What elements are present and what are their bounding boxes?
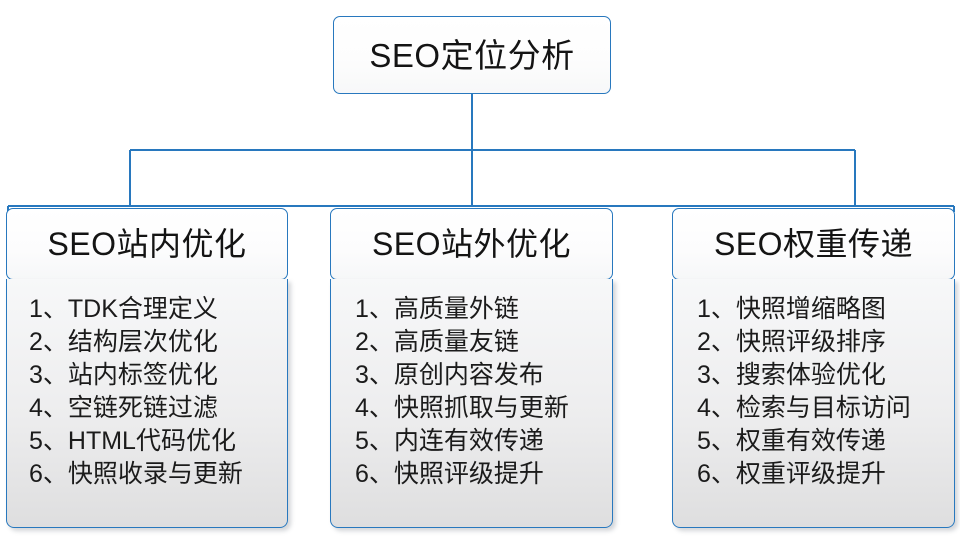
list-item: 6、快照评级提升 xyxy=(355,460,544,488)
branch-body-3: 1、快照增缩略图 2、快照评级排序 3、搜索体验优化 4、检索与目标访问 5、权… xyxy=(672,279,955,528)
branch-header-label: SEO权重传递 xyxy=(713,226,914,262)
branch-body-1: 1、TDK合理定义 2、结构层次优化 3、站内标签优化 4、空链死链过滤 5、H… xyxy=(6,279,288,528)
branch-item-list-3: 1、快照增缩略图 2、快照评级排序 3、搜索体验优化 4、检索与目标访问 5、权… xyxy=(673,293,954,491)
list-item: 5、权重有效传递 xyxy=(697,427,886,455)
root-node[interactable]: SEO定位分析 xyxy=(333,16,611,94)
list-item: 1、快照增缩略图 xyxy=(697,295,886,323)
branch-item-list-1: 1、TDK合理定义 2、结构层次优化 3、站内标签优化 4、空链死链过滤 5、H… xyxy=(7,293,287,491)
list-item: 2、高质量友链 xyxy=(355,328,519,356)
branch-header-1[interactable]: SEO站内优化 xyxy=(6,208,288,280)
list-item: 2、结构层次优化 xyxy=(29,328,218,356)
list-item: 5、内连有效传递 xyxy=(355,427,544,455)
list-item: 2、快照评级排序 xyxy=(697,328,886,356)
branch-header-label: SEO站内优化 xyxy=(47,226,247,262)
list-item: 1、TDK合理定义 xyxy=(29,295,218,323)
branch-body-2: 1、高质量外链 2、高质量友链 3、原创内容发布 4、快照抓取与更新 5、内连有… xyxy=(330,279,613,528)
list-item: 3、原创内容发布 xyxy=(355,361,544,389)
list-item: 6、权重评级提升 xyxy=(697,460,886,488)
branch-header-2[interactable]: SEO站外优化 xyxy=(330,208,613,280)
list-item: 3、搜索体验优化 xyxy=(697,361,886,389)
list-item: 1、高质量外链 xyxy=(355,295,519,323)
branch-header-label: SEO站外优化 xyxy=(371,226,572,262)
branch-column-2: SEO站外优化 1、高质量外链 2、高质量友链 3、原创内容发布 4、快照抓取与… xyxy=(330,208,613,528)
list-item: 6、快照收录与更新 xyxy=(29,460,243,488)
root-node-label: SEO定位分析 xyxy=(369,36,575,74)
list-item: 3、站内标签优化 xyxy=(29,361,218,389)
branch-column-3: SEO权重传递 1、快照增缩略图 2、快照评级排序 3、搜索体验优化 4、检索与… xyxy=(672,208,955,528)
list-item: 4、快照抓取与更新 xyxy=(355,394,569,422)
branch-column-1: SEO站内优化 1、TDK合理定义 2、结构层次优化 3、站内标签优化 4、空链… xyxy=(6,208,288,528)
branch-item-list-2: 1、高质量外链 2、高质量友链 3、原创内容发布 4、快照抓取与更新 5、内连有… xyxy=(331,293,612,491)
list-item: 4、检索与目标访问 xyxy=(697,394,911,422)
branch-header-3[interactable]: SEO权重传递 xyxy=(672,208,955,280)
list-item: 5、HTML代码优化 xyxy=(29,427,236,455)
list-item: 4、空链死链过滤 xyxy=(29,394,218,422)
